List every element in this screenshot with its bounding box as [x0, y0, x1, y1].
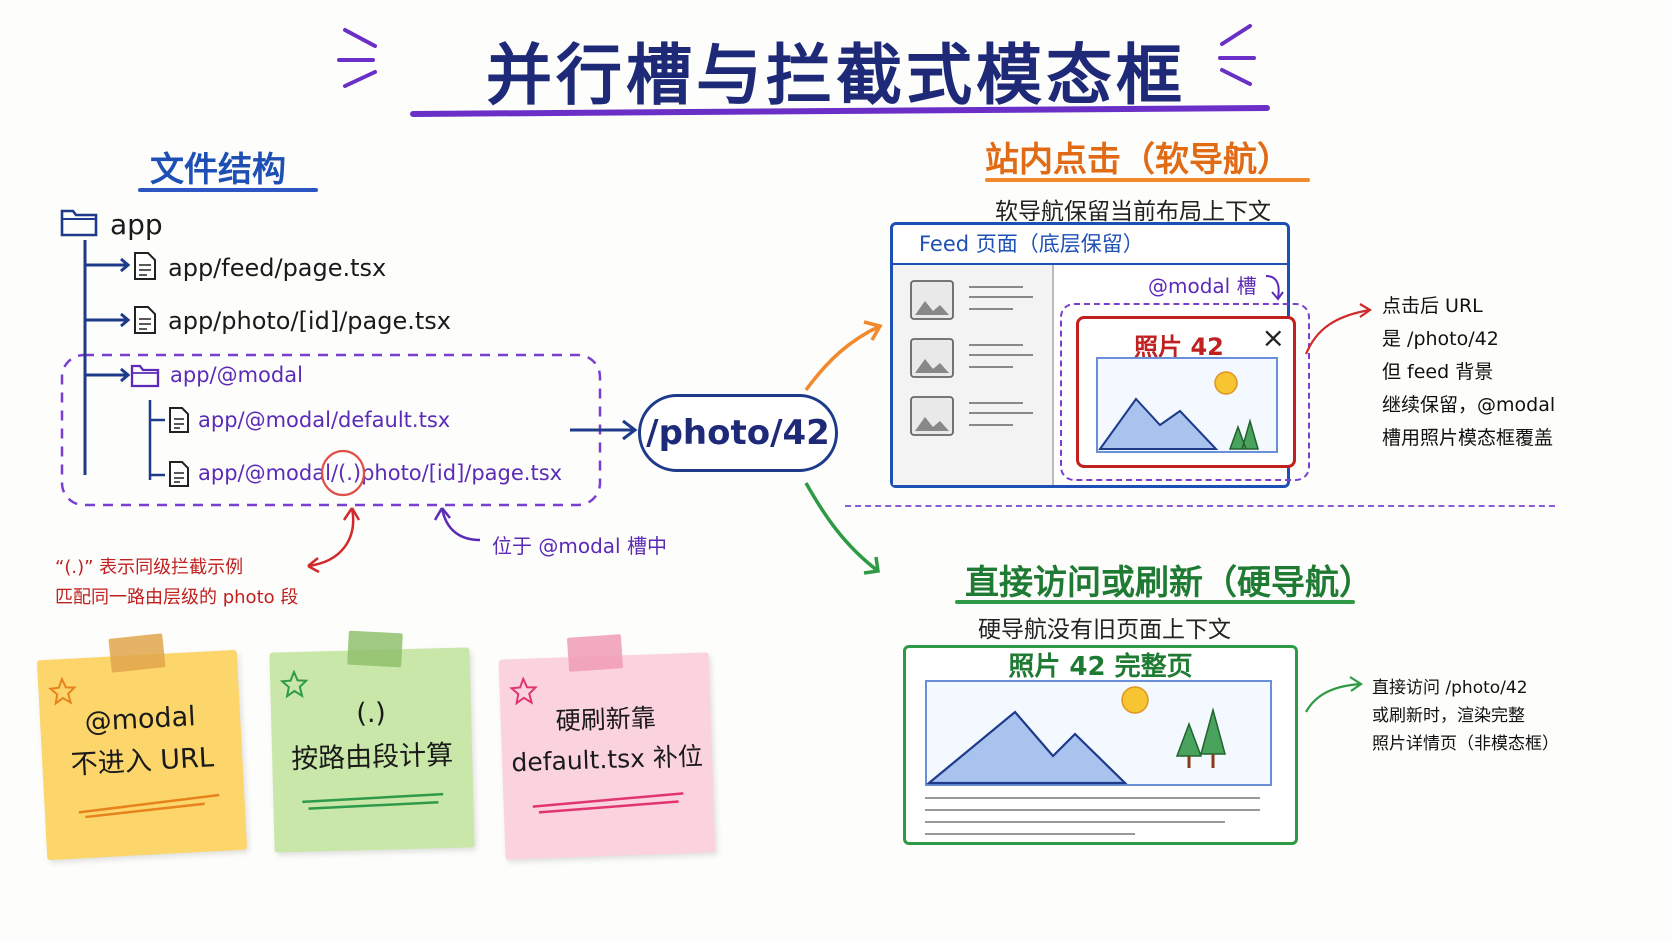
purple-curved-arrow: [433, 507, 481, 542]
modal-slot-label: @modal 槽: [1148, 274, 1257, 298]
soft-nav-subtitle: 软导航保留当前布局上下文: [995, 199, 1271, 225]
orange-arrow: [804, 320, 883, 392]
folder-icon: [60, 209, 98, 237]
star-icon: [279, 669, 309, 699]
spark-right-icon: [1218, 24, 1256, 86]
route-pill: /photo/42: [638, 394, 838, 472]
arrow-to-route: [570, 419, 638, 441]
note-underline: [532, 792, 684, 814]
file-heading-underline: [138, 188, 318, 192]
sticky-note-line2: 按路由段计算: [290, 739, 454, 776]
soft-note-line: 继续保留，@modal: [1382, 394, 1556, 416]
red-curved-arrow: [307, 507, 361, 574]
tape: [347, 630, 403, 668]
soft-note-arrow: [1304, 303, 1373, 355]
file-icon: [134, 306, 156, 334]
soft-heading-underline: [985, 178, 1310, 182]
tree-item-photo-page: app/photo/[id]/page.tsx: [168, 307, 451, 335]
soft-note-line: 点击后 URL: [1382, 295, 1483, 317]
tree-item-intercept-page: app/@modal/(.)photo/[id]/page.tsx: [198, 461, 563, 485]
sticky-note-line2: default.tsx 补位: [510, 741, 704, 778]
soft-note-line: 但 feed 背景: [1382, 361, 1494, 383]
note-underline: [302, 792, 444, 810]
sticky-note-default: 硬刷新靠 default.tsx 补位: [498, 652, 716, 860]
modal-slot-outline: [1060, 303, 1310, 481]
sticky-note-line2: 不进入 URL: [70, 742, 215, 781]
modal-photo-image: [1096, 357, 1278, 453]
spark-left-icon: [337, 28, 377, 88]
route-pill-label: /photo/42: [646, 413, 830, 453]
slot-pointer-arrow: [1265, 275, 1284, 301]
green-arrow: [804, 482, 880, 575]
section-divider: [845, 505, 1555, 507]
note-underline: [78, 793, 220, 819]
photo-modal-title: 照片 42: [1134, 333, 1224, 361]
hard-heading-underline: [955, 600, 1355, 604]
hard-nav-side-note: 直接访问 /photo/42 或刷新时，渲染完整 照片详情页（非模态框）: [1372, 674, 1559, 758]
close-icon[interactable]: ×: [1261, 321, 1285, 354]
star-icon: [509, 676, 538, 706]
feed-window-title: Feed 页面（底层保留）: [893, 225, 1287, 265]
file-structure-heading: 文件结构: [150, 150, 286, 190]
tree-item-modal-default: app/@modal/default.tsx: [198, 408, 451, 432]
file-icon: [169, 407, 189, 433]
tape: [566, 634, 624, 672]
slot-note: 位于 @modal 槽中: [492, 534, 667, 558]
intercept-note-line1: “(.)” 表示同级拦截示例: [55, 557, 244, 578]
intercept-marker-circle: [320, 449, 366, 497]
tree-item-feed-page: app/feed/page.tsx: [168, 254, 387, 282]
tree-item-modal-folder: app/@modal: [170, 363, 303, 387]
intercept-note-line2: 匹配同一路由层级的 photo 段: [55, 587, 299, 608]
full-page-photo: [925, 680, 1272, 835]
full-page-title: 照片 42 完整页: [1008, 652, 1193, 682]
soft-nav-side-note: 点击后 URL 是 /photo/42 但 feed 背景 继续保留，@moda…: [1382, 290, 1555, 455]
sticky-note-intercept: (.) 按路由段计算: [269, 647, 475, 853]
page-title: 并行槽与拦截式模态框: [486, 37, 1186, 114]
soft-note-line: 槽用照片模态框覆盖: [1382, 427, 1554, 449]
hard-note-line: 照片详情页（非模态框）: [1372, 734, 1559, 754]
file-icon: [169, 461, 189, 487]
hard-note-line: 或刷新时，渲染完整: [1372, 706, 1525, 726]
tree-root-label: app: [110, 208, 163, 241]
soft-note-line: 是 /photo/42: [1382, 328, 1499, 350]
hard-note-line: 直接访问 /photo/42: [1372, 678, 1528, 698]
star-icon: [47, 676, 77, 706]
hard-nav-heading: 直接访问或刷新（硬导航）: [965, 563, 1373, 603]
soft-nav-heading: 站内点击（软导航）: [985, 140, 1291, 180]
file-icon: [134, 252, 156, 280]
hard-nav-subtitle: 硬导航没有旧页面上下文: [978, 617, 1231, 643]
hard-note-arrow: [1305, 676, 1363, 713]
tape: [108, 633, 166, 673]
sticky-note-modal: @modal 不进入 URL: [36, 649, 248, 861]
feed-content: [893, 265, 1054, 485]
folder-icon: [130, 364, 160, 388]
